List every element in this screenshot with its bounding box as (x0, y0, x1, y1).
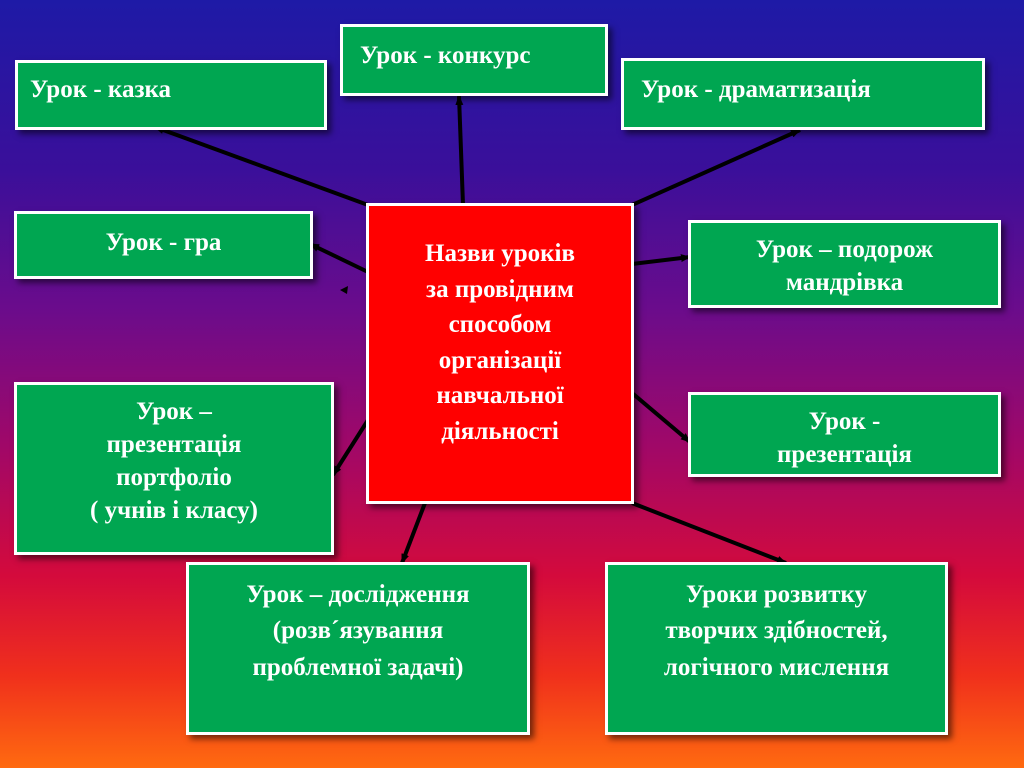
stray-arrowhead (340, 286, 348, 294)
box-portfolio-line-1: Урок – (136, 398, 212, 425)
box-urok-podorozh: Урок – подорож мандрівка (688, 220, 1001, 308)
box-doslidzhennia-line-1: Урок – дослідження (246, 581, 470, 608)
box-portfolio-line-2: презентація (106, 431, 242, 458)
box-konkurs-line-1: Урок - конкурс (360, 42, 531, 69)
box-urok-konkurs: Урок - конкурс (340, 24, 608, 96)
box-urok-doslidzhennia: Урок – дослідження (розв´язування пробле… (186, 562, 530, 735)
arrow-to-podorozh (631, 254, 691, 266)
box-portfolio-line-4: ( учнів і класу) (90, 497, 258, 524)
box-hra-line-1: Урок - гра (105, 229, 222, 256)
box-uroky-rozvytku: Уроки розвитку творчих здібностей, логіч… (605, 562, 948, 735)
center-line-5: навчальної (436, 382, 564, 409)
box-rozvytok-line-1: Уроки розвитку (686, 581, 867, 608)
arrow-to-kazka (154, 125, 369, 207)
box-rozvytok-line-2: творчих здібностей, (665, 617, 888, 645)
box-urok-kazka: Урок - казка (15, 60, 327, 130)
box-dramatyzatsiia-line-1: Урок - драматизація (641, 76, 871, 103)
arrow-to-konkurs (455, 95, 465, 206)
arrow-to-hra (309, 242, 369, 274)
box-urok-dramatyzatsiia: Урок - драматизація (621, 58, 985, 130)
box-urok-portfolio: Урок – презентація портфоліо ( учнів і к… (14, 382, 334, 555)
box-doslidzhennia-line-3: проблемної задачі) (252, 653, 464, 681)
box-urok-hra: Урок - гра (14, 211, 313, 279)
box-rozvytok-line-3: логічного мислення (663, 653, 890, 681)
central-topic-box: Назви уроків за провідним способом орган… (366, 203, 634, 504)
center-line-1: Назви уроків (425, 240, 575, 267)
arrow-to-doslidzhennia (400, 502, 427, 564)
center-line-6: діяльності (441, 417, 559, 445)
box-urok-prezentatsiia: Урок - презентація (688, 392, 1001, 477)
arrow-to-rozvytok (631, 501, 787, 565)
center-line-2: за провідним (426, 275, 574, 303)
box-prezentatsiia-line-2: презентація (777, 441, 912, 468)
box-doslidzhennia-line-2: (розв´язування (272, 617, 444, 645)
center-line-4: організації (438, 346, 562, 374)
box-podorozh-line-2: мандрівка (785, 269, 904, 296)
box-kazka-line-1: Урок - казка (30, 76, 172, 103)
arrow-to-dramatyzatsiia (631, 128, 801, 207)
center-line-3: способом (448, 311, 552, 338)
arrow-to-prezentatsiia (630, 391, 692, 444)
box-portfolio-line-3: портфоліо (116, 464, 232, 491)
arrow-to-portfolio (331, 418, 370, 477)
box-prezentatsiia-line-1: Урок - (808, 408, 881, 435)
box-podorozh-line-1: Урок – подорож (755, 236, 934, 263)
